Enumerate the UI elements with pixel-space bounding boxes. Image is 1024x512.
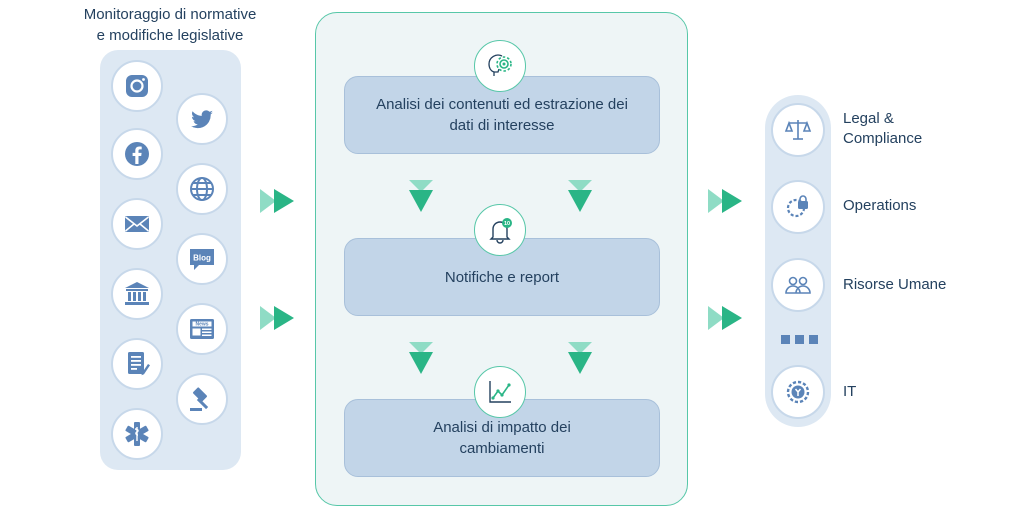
sources-title: Monitoraggio di normative e modifiche le… [83,6,257,44]
people-icon [771,258,825,312]
gear-lock-icon [771,180,825,234]
government-building-icon [111,268,163,320]
department-it-label: IT [843,383,857,400]
email-icon [111,198,163,250]
flow-arrow-down-icon [407,178,435,219]
flow-arrow-right-icon [258,186,298,221]
document-icon [111,338,163,390]
line-chart-icon [474,366,526,418]
flow-arrow-down-icon [566,178,594,219]
news-icon: News [176,303,228,355]
flow-arrow-right-icon [706,186,746,221]
web-globe-icon [176,163,228,215]
blog-icon: Blog [176,233,228,285]
medical-icon [111,408,163,460]
ai-head-gear-icon [474,40,526,92]
flow-arrow-right-icon [258,303,298,338]
svg-text:News: News [195,322,208,328]
gavel-icon [176,373,228,425]
twitter-icon [176,93,228,145]
more-dots-icon [781,335,818,344]
svg-text:10: 10 [504,221,510,227]
instagram-icon [111,60,163,112]
notification-bell-icon: 10 [474,204,526,256]
flow-arrow-right-icon [706,303,746,338]
svg-text:Blog: Blog [193,254,211,263]
flow-arrow-down-icon [566,340,594,381]
scales-icon [771,103,825,157]
step-impact-analysis: Analisi di impatto dei cambiamenti [344,399,660,477]
department-legal-label: Legal & Compliance [843,110,923,147]
department-operations-label: Operations [843,197,917,214]
facebook-icon [111,128,163,180]
gear-wrench-icon [771,365,825,419]
department-hr-label: Risorse Umane [843,276,947,293]
flow-arrow-down-icon [407,340,435,381]
